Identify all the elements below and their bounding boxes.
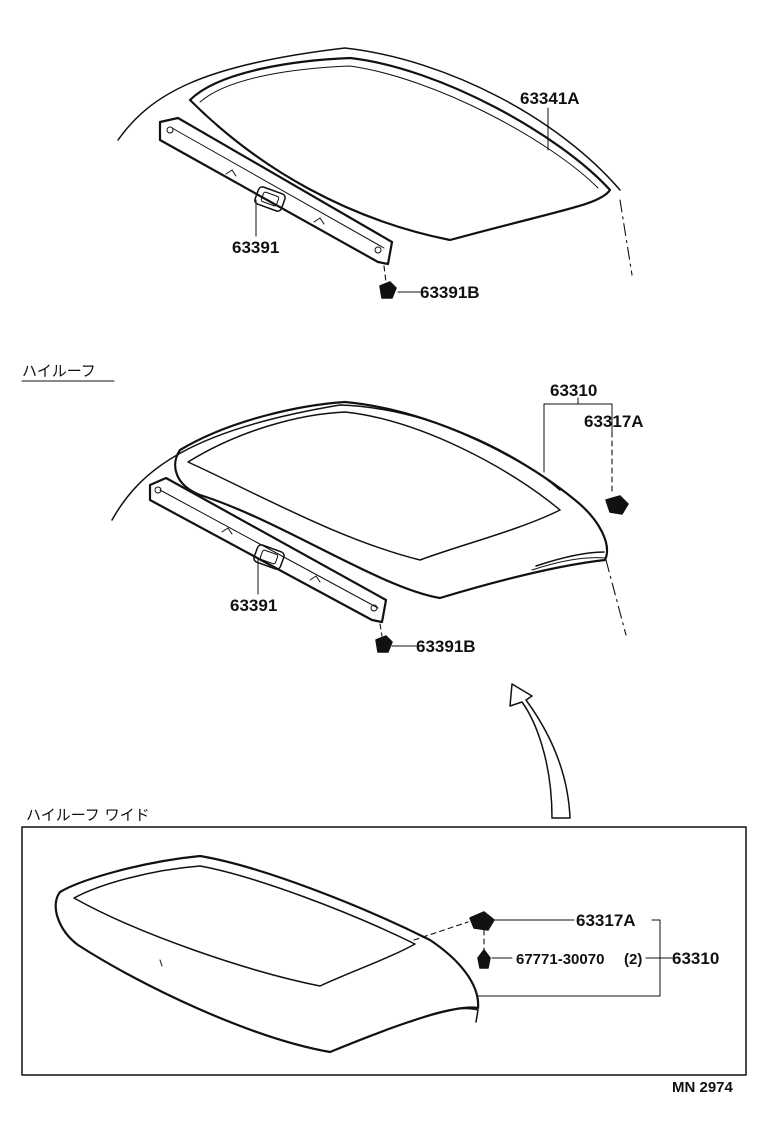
body-pillar-dash [619,199,633,276]
strip-tab-b [313,217,325,225]
clip-dash-line [383,265,387,283]
strip-lamp-lens [260,191,280,207]
front-strip-inner [171,127,385,249]
label-63310-wide: 63310 [672,949,719,968]
label-63310-mid: 63310 [550,381,597,400]
front-strip-inner-2 [159,489,379,609]
strip-screw-right [374,246,382,254]
standard-roof-group: 63341A 63391 63391B [117,47,633,302]
front-strip-2[interactable] [148,476,388,624]
strip-tab-c [221,527,233,535]
roof-glass-panel[interactable] [188,56,612,242]
strip-lamp-window [254,186,286,212]
label-63341a: 63341A [520,89,580,108]
high-roof-rear-lip-2 [531,557,607,571]
label-63391b-top: 63391B [420,283,480,302]
high-roof-shell[interactable] [174,400,609,600]
high-roof-wide-group: ハイルーフ ワイド 63317A 67771-30070 (2) 63310 [21,806,747,1076]
label-63391-top: 63391 [232,238,279,257]
roof-glass-inner-edge [199,65,599,189]
clip-63391b-icon-2[interactable] [375,635,393,653]
label-63391b-mid: 63391B [416,637,476,656]
high-roof-group: ハイルーフ 63310 63317A 63391 63391B [21,362,644,656]
strip-lamp-lens-2 [259,549,279,565]
high-roof-title: ハイルーフ [22,362,96,380]
wide-roof-inner-panel [73,865,416,987]
strip-tab-d [309,575,321,583]
front-strip[interactable] [158,116,394,266]
high-roof-rear-lip [535,551,605,567]
clip-63391b-icon[interactable] [379,281,397,299]
wide-dash-link [413,921,469,941]
diagram-code: MN 2974 [672,1079,734,1096]
body-roof-outline-2 [111,404,561,521]
bracket-63317a-icon-2[interactable] [469,911,495,931]
bracket-63317a-icon[interactable] [605,495,629,515]
label-63317a-mid: 63317A [584,412,644,431]
body-roof-outline [117,47,621,191]
high-roof-wide-title: ハイルーフ ワイド [26,806,150,824]
body-pillar-dash-2 [605,559,627,636]
strip-tab-a [225,169,237,177]
strip-lamp-window-2 [253,544,285,570]
label-63317a-wide: 63317A [576,911,636,930]
label-63391-mid: 63391 [230,596,277,615]
label-67771-wide: 67771-30070 [516,951,604,968]
wide-roof-side-mark [159,959,163,967]
label-qty-wide: (2) [624,951,642,968]
detail-arrow [509,683,571,819]
strip-screw-left-2 [154,486,162,494]
wide-detail-frame [21,826,747,1076]
strip-screw-left [166,126,174,134]
clip-dash-line-2 [379,623,383,637]
wide-roof-rear-lip [409,1007,479,1023]
strip-screw-right-2 [370,604,378,612]
high-roof-inner-panel [187,411,561,561]
fastener-67771-icon[interactable] [477,949,491,969]
wide-roof-shell[interactable] [54,854,480,1054]
